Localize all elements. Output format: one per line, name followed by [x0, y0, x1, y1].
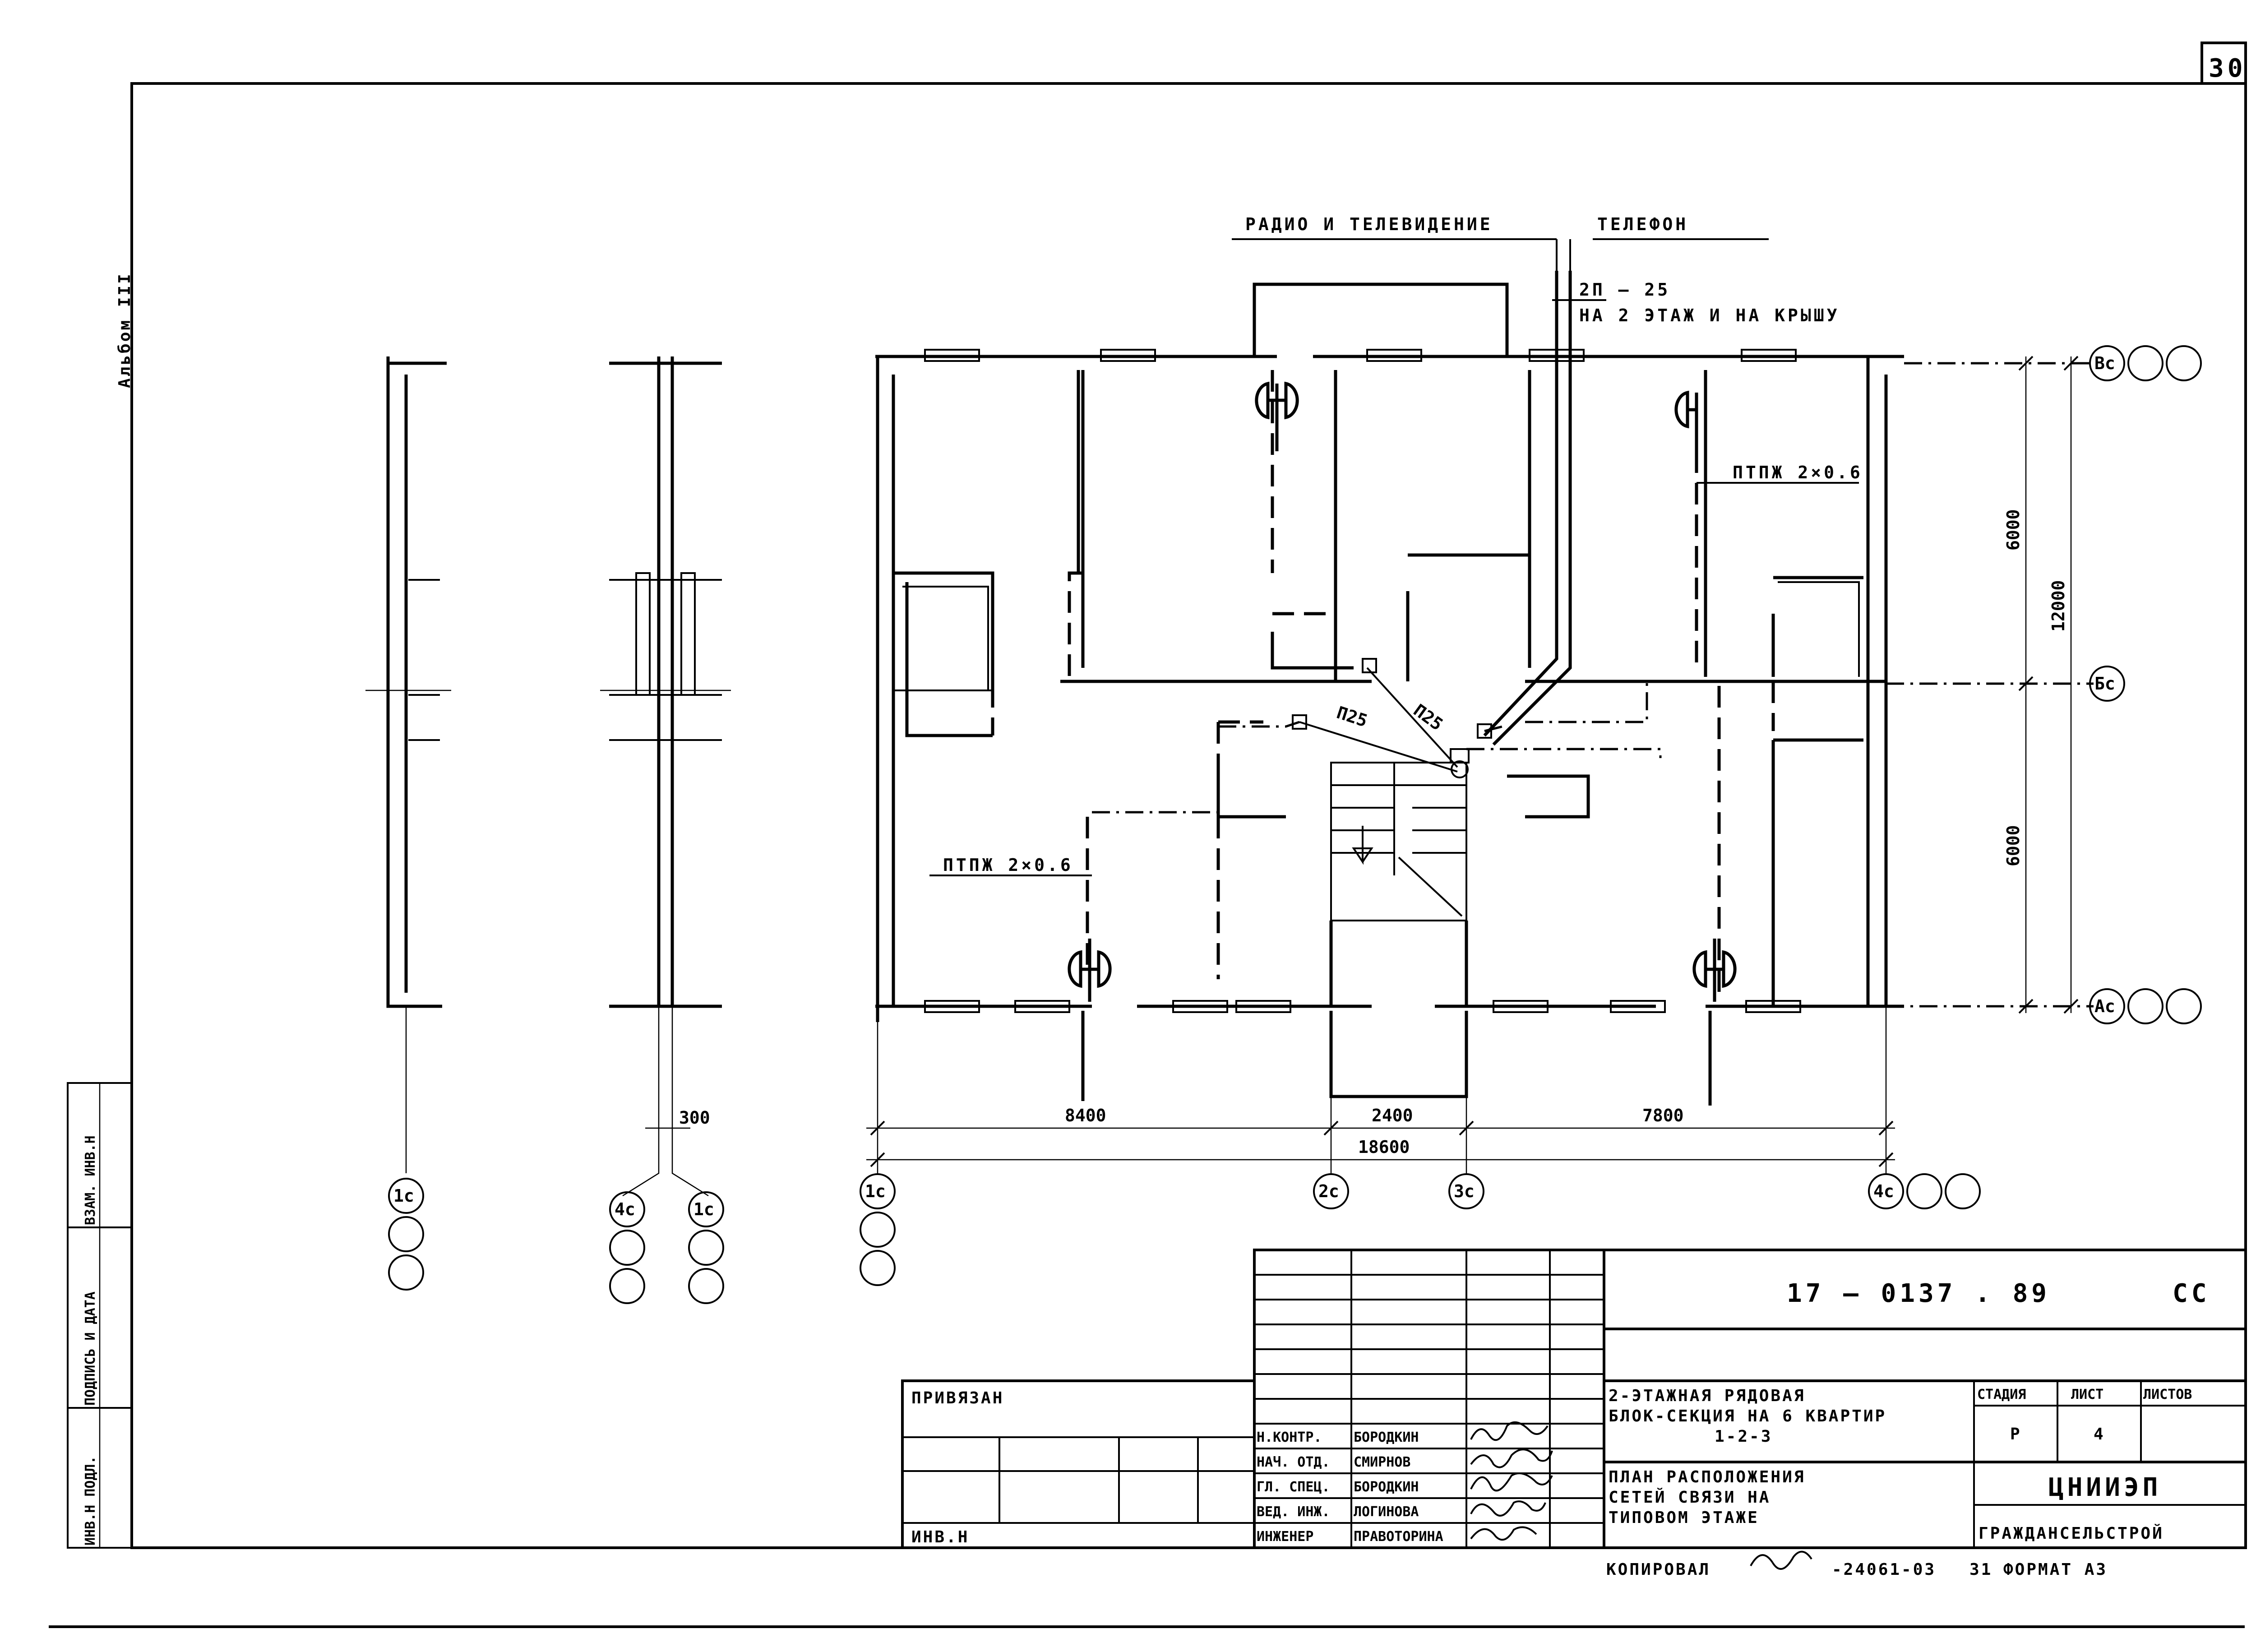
sheet-value: 4 [2094, 1425, 2105, 1444]
stamp-podpis-data: ПОДПИСЬ И ДАТА [83, 1291, 98, 1406]
axis-marker-2c [1313, 1173, 1349, 1209]
tv-socket-right [1674, 390, 1698, 451]
album-label: Альбом III [116, 272, 134, 388]
org-name-1: ЦНИИЭП [2048, 1473, 2161, 1502]
axis-label-2c: 2с [1318, 1181, 1339, 1201]
dim-8400: 8400 [1065, 1106, 1106, 1125]
right-dimensions [1886, 356, 2094, 1014]
axis-marker-4c-b [609, 1191, 645, 1304]
axis-marker-ac [2089, 988, 2202, 1024]
sheet-title-3: ТИПОВОМ ЭТАЖЕ [1609, 1509, 1759, 1527]
label-phone: ТЕЛЕФОН [1597, 214, 1688, 234]
axis-marker-vc [2089, 345, 2202, 381]
name-1: БОРОДКИН [1354, 1430, 1419, 1445]
dim-18600: 18600 [1358, 1137, 1410, 1157]
order-number: -24061-03 [1832, 1560, 1936, 1579]
end-wall-fragment-2 [600, 356, 731, 1197]
axis-label-3c: 3с [1454, 1181, 1475, 1201]
sheets-header: ЛИСТОВ [2143, 1387, 2192, 1402]
dim-6000-top: 6000 [2003, 509, 2023, 551]
axis-label-ac: Ас [2094, 996, 2115, 1016]
org-name-2: ГРАЖДАНСЕЛЬСТРОЙ [1979, 1524, 2164, 1543]
axis-marker-bc [2089, 666, 2125, 702]
role-2: НАЧ. ОТД. [1257, 1454, 1330, 1470]
label-ptpzh-right: ПТПЖ 2×0.6 [1733, 463, 1863, 482]
name-2: СМИРНОВ [1354, 1454, 1410, 1470]
stamp-vzam-inv: ВЗАМ. ИНВ.Н [83, 1135, 98, 1225]
copyist-signature [1750, 1550, 1812, 1570]
label-radio-tv: РАДИО И ТЕЛЕВИДЕНИЕ [1245, 214, 1493, 234]
tv-socket-bottom-right [1692, 939, 1737, 1002]
axis-label-bc: Бс [2094, 674, 2115, 694]
name-3: БОРОДКИН [1354, 1479, 1419, 1495]
axis-marker-1c-b [688, 1191, 724, 1304]
side-stamp [67, 1082, 133, 1549]
stamp-inv-podl: ИНВ.Н ПОДЛ. [83, 1456, 98, 1546]
axis-label-vc: Вс [2094, 353, 2115, 373]
sheet-header: ЛИСТ [2071, 1387, 2103, 1402]
role-3: ГЛ. СПЕЦ. [1257, 1479, 1330, 1495]
stamp-inv-n: ИНВ.Н [911, 1528, 969, 1546]
label-p25-a: П25 [1334, 703, 1370, 731]
dim-6000-bottom: 6000 [2003, 825, 2023, 866]
sheet-frame [49, 42, 2247, 1628]
dim-2400: 2400 [1372, 1106, 1413, 1125]
end-wall-fragment-1 [365, 356, 451, 1173]
title-line-1: 2-ЭТАЖНАЯ РЯДОВАЯ [1609, 1387, 1805, 1405]
label-ptpzh-left: ПТПЖ 2×0.6 [943, 855, 1073, 875]
name-5: ПРАВОТОРИНА [1354, 1529, 1443, 1545]
axis-marker-1c-a [388, 1178, 424, 1291]
label-leaders [929, 238, 1859, 876]
label-cable: 2П – 25 [1579, 280, 1670, 300]
stage-header: СТАДИЯ [1977, 1387, 2026, 1402]
label-p25-b: П25 [1410, 700, 1447, 735]
tv-socket-top [1255, 381, 1299, 451]
title-line-2: БЛОК-СЕКЦИЯ НА 6 КВАРТИР [1609, 1407, 1886, 1425]
axis-label-4c-b: 4с [615, 1199, 635, 1219]
role-4: ВЕД. ИНЖ. [1257, 1504, 1330, 1520]
name-4: ЛОГИНОВА [1354, 1504, 1419, 1520]
doc-mark: СС [2173, 1279, 2210, 1308]
sheet-title-1: ПЛАН РАСПОЛОЖЕНИЯ [1609, 1468, 1805, 1486]
axis-label-1c-b: 1с [693, 1199, 714, 1219]
stamp-privyazan: ПРИВЯЗАН [911, 1389, 1004, 1407]
label-cable-route: НА 2 ЭТАЖ И НА КРЫШУ [1579, 305, 1840, 325]
copy-sheet-no: 31 [1969, 1560, 1992, 1579]
dim-7800: 7800 [1642, 1106, 1684, 1125]
format-label: ФОРМАТ А3 [2003, 1560, 2108, 1579]
axis-label-1c-c: 1с [865, 1181, 886, 1201]
signatures [1470, 1421, 1553, 1541]
floor-plan [875, 271, 1904, 1106]
copied-label: КОПИРОВАЛ [1606, 1560, 1710, 1579]
tv-socket-bottom-left [1068, 939, 1112, 1002]
title-block [901, 1249, 2247, 1549]
title-line-3: 1-2-3 [1715, 1427, 1772, 1446]
stage-value: Р [2010, 1425, 2022, 1444]
axis-marker-1c-c [860, 1173, 896, 1286]
dim-12000: 12000 [2048, 580, 2068, 632]
axis-label-4c: 4с [1873, 1181, 1894, 1201]
sheet-title-2: СЕТЕЙ СВЯЗИ НА [1609, 1488, 1771, 1507]
doc-code: 17 – 0137 . 89 [1787, 1279, 2050, 1308]
axis-marker-3c [1448, 1173, 1484, 1209]
role-5: ИНЖЕНЕР [1257, 1529, 1313, 1545]
sheet-number: 30 [2209, 54, 2246, 83]
role-1: Н.КОНТР. [1257, 1430, 1322, 1445]
axis-marker-4c [1868, 1173, 1981, 1209]
dim-300: 300 [679, 1108, 710, 1128]
axis-label-1c-a: 1с [393, 1186, 414, 1206]
bottom-dimensions [866, 1006, 1895, 1173]
